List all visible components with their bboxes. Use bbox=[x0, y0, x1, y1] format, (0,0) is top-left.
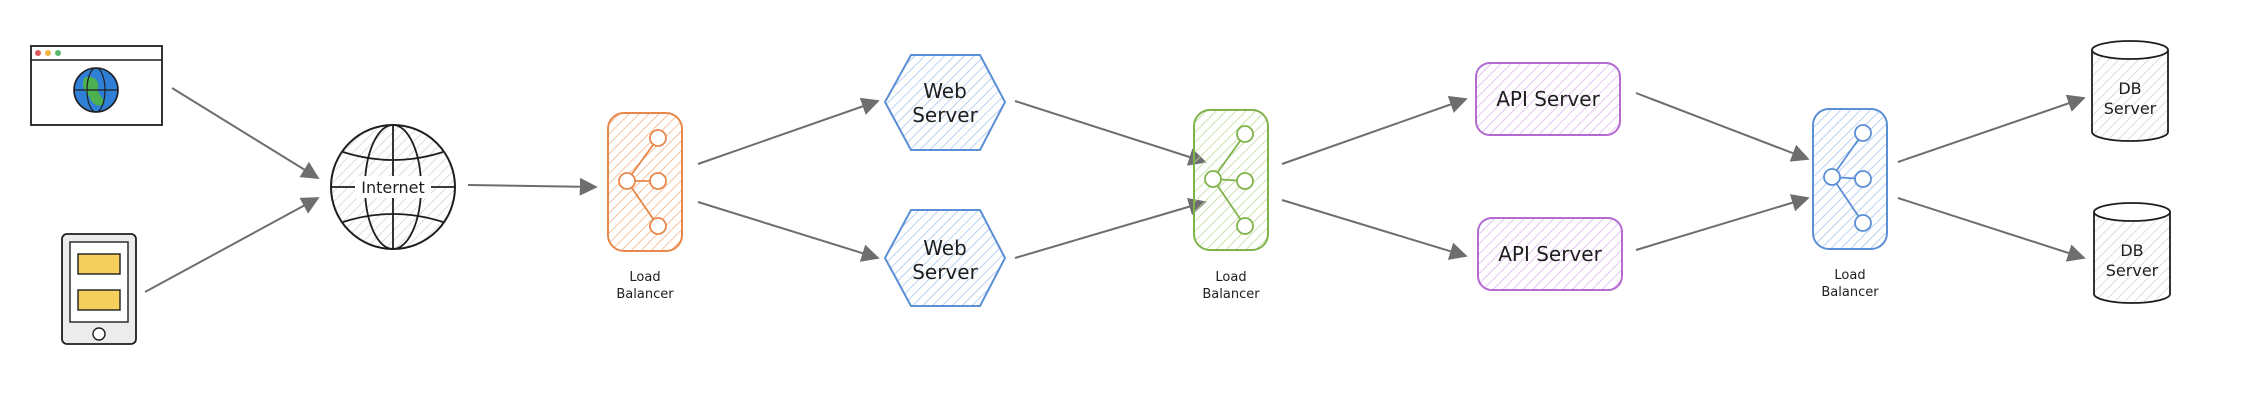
internet-node: Internet bbox=[330, 124, 456, 250]
web-server-2: Web Server bbox=[883, 209, 1007, 307]
api-server-1: API Server bbox=[1475, 62, 1621, 136]
lb2-label-line2: Balancer bbox=[1202, 287, 1260, 302]
browser-window-globe-icon bbox=[30, 45, 163, 126]
lb1-label-line1: Load bbox=[629, 270, 660, 285]
db-server-1: DB Server bbox=[2091, 40, 2169, 142]
edges bbox=[144, 87, 2086, 293]
edge-lb2-api1 bbox=[1281, 95, 1468, 165]
load-balancer-icon bbox=[607, 112, 683, 252]
web1-label-line2: Server bbox=[912, 103, 978, 127]
load-balancer-3: Load Balancer bbox=[1812, 108, 1888, 300]
api1-label: API Server bbox=[1496, 87, 1600, 111]
db1-label-line1: DB bbox=[2118, 79, 2141, 98]
api-server-2: API Server bbox=[1477, 217, 1623, 291]
lb3-label-line2: Balancer bbox=[1821, 285, 1879, 300]
edge-web2-lb2 bbox=[1014, 197, 1207, 259]
edge-internet-lb1 bbox=[467, 177, 598, 196]
lb2-label-line1: Load bbox=[1215, 270, 1246, 285]
load-balancer-icon bbox=[1193, 109, 1269, 251]
edge-lb3-db2 bbox=[1897, 197, 2086, 262]
edge-browser-internet bbox=[171, 87, 320, 179]
mobile-phone-icon bbox=[61, 233, 137, 345]
load-balancer-icon bbox=[1812, 108, 1888, 250]
db2-label-line2: Server bbox=[2106, 261, 2159, 280]
database-cylinder-icon bbox=[2091, 40, 2169, 142]
database-cylinder-icon bbox=[2093, 202, 2171, 304]
lb3-label-line1: Load bbox=[1834, 268, 1865, 283]
lb1-label-line2: Balancer bbox=[616, 287, 674, 302]
db1-label-line2: Server bbox=[2104, 99, 2157, 118]
web-server-1: Web Server bbox=[883, 54, 1007, 151]
db2-label-line1: DB bbox=[2120, 241, 2143, 260]
edge-lb1-web1 bbox=[697, 97, 880, 165]
edge-mobile-internet bbox=[144, 197, 320, 293]
edge-lb1-web2 bbox=[697, 201, 880, 262]
edge-lb2-api2 bbox=[1281, 199, 1468, 260]
web2-label-line2: Server bbox=[912, 260, 978, 284]
web1-label-line1: Web bbox=[923, 79, 967, 103]
api2-label: API Server bbox=[1498, 242, 1602, 266]
db-server-2: DB Server bbox=[2093, 202, 2171, 304]
internet-label: Internet bbox=[361, 178, 425, 197]
edge-api2-lb3 bbox=[1635, 194, 1810, 251]
edge-api1-lb3 bbox=[1635, 92, 1810, 162]
load-balancer-2: Load Balancer bbox=[1193, 109, 1269, 302]
web2-label-line1: Web bbox=[923, 236, 967, 260]
edge-web1-lb2 bbox=[1014, 100, 1207, 166]
edge-lb3-db1 bbox=[1897, 94, 2086, 163]
load-balancer-1: Load Balancer bbox=[607, 112, 683, 302]
